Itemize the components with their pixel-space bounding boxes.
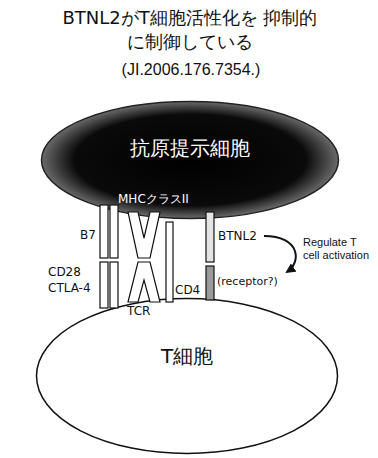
title: BTNL2がT細胞活性化を 抑制的に制御している	[60, 6, 320, 55]
note: Regulate T cell activation	[303, 236, 375, 262]
cell-label: T細胞	[161, 343, 213, 370]
molecule-name: CD4	[175, 283, 200, 297]
molecule-name: BTNL2	[218, 229, 257, 243]
molecule-name: CTLA-4	[48, 281, 91, 295]
cell-outline	[40, 100, 340, 220]
citation: (JI.2006.176.7354.)	[2, 60, 378, 79]
antigen-presenting-cell: 抗原提示細胞	[40, 100, 340, 220]
molecule-name: CD28	[48, 265, 81, 279]
t-cell: T細胞	[35, 297, 339, 455]
molecule-name: MHCクラスII	[118, 192, 189, 206]
molecule-name: (receptor?)	[217, 275, 278, 288]
cell-label: 抗原提示細胞	[130, 135, 250, 162]
molecule-name: B7	[80, 228, 96, 242]
molecule-name: TCR	[127, 304, 150, 318]
cell-outline	[35, 297, 339, 455]
